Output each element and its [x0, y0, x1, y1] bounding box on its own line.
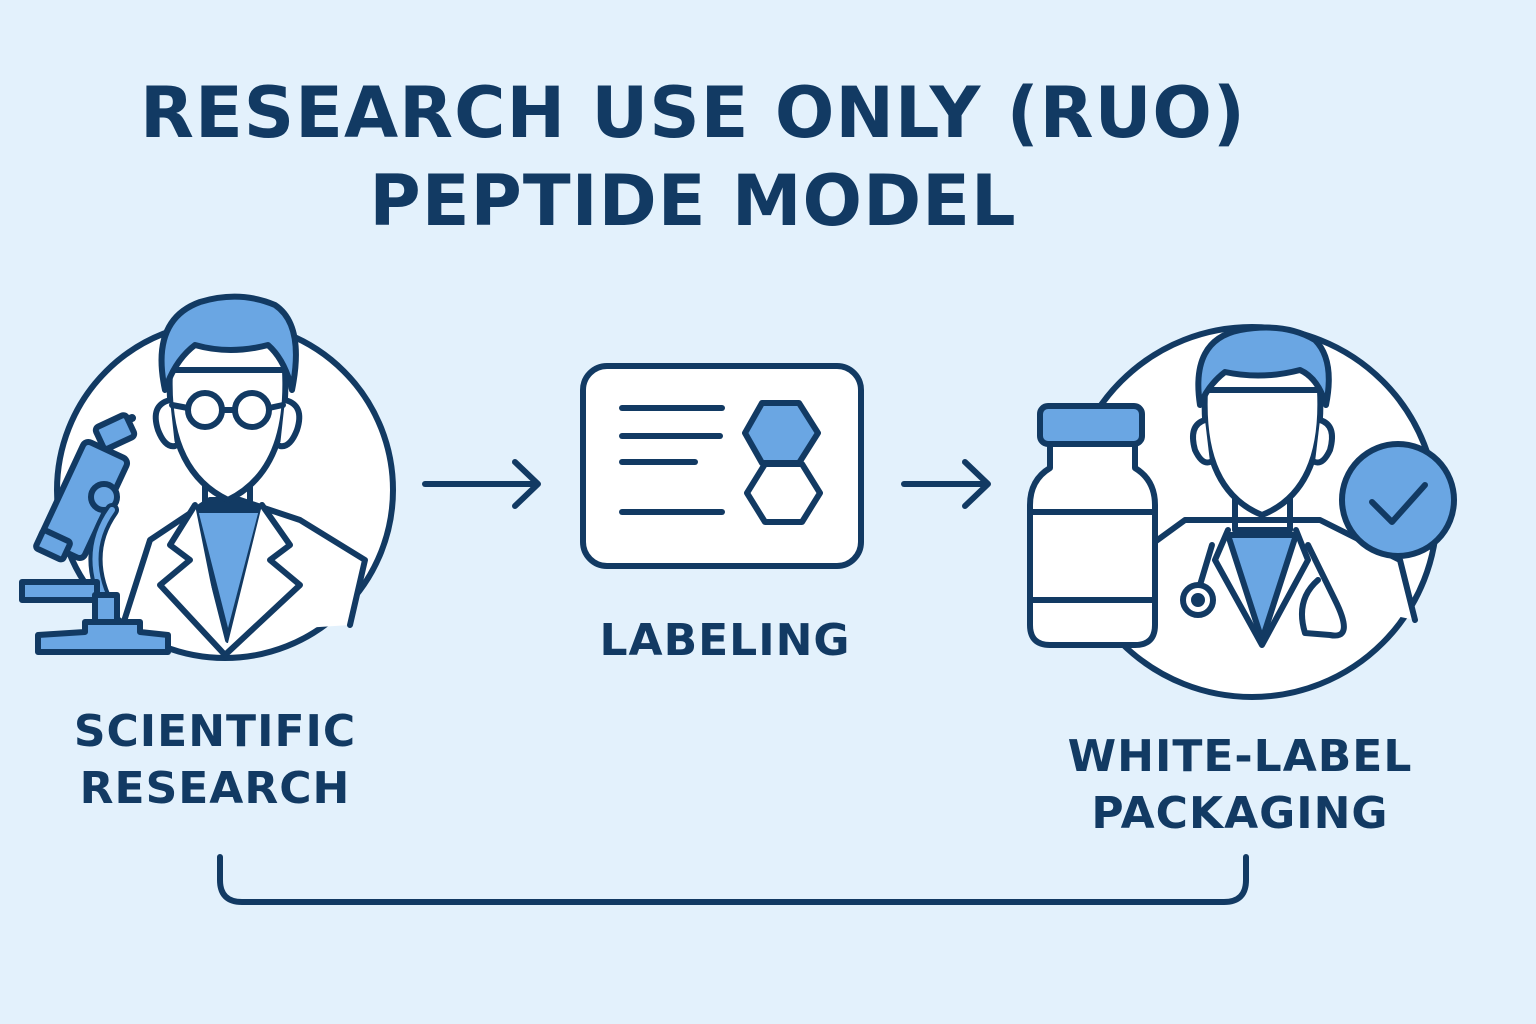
white-label-packaging-label-line-2: PACKAGING [1091, 788, 1389, 840]
arrow-right-icon-1 [422, 459, 541, 509]
doctor-with-vial-and-check-icon [1027, 324, 1457, 700]
vial-icon [1027, 403, 1158, 648]
hexagon-outline [744, 461, 823, 525]
label-card-icon [580, 363, 864, 569]
scientific-research-label-line-2: RESEARCH [79, 763, 351, 815]
bottom-bracket [217, 854, 1249, 905]
labeling-label: LABELING [599, 615, 851, 666]
scientific-research-label-line-1: SCIENTIFIC [73, 706, 357, 757]
doctor-hair [1195, 324, 1332, 408]
hexagon-filled [742, 400, 821, 466]
hair [158, 293, 299, 393]
white-label-packaging-label: WHITE-LABEL PACKAGING [1040, 728, 1440, 842]
glasses-left [185, 390, 225, 430]
glasses-right [232, 390, 272, 430]
white-label-packaging-label-line-1: WHITE-LABEL [1067, 731, 1413, 782]
title-line-2: PEPTIDE MODEL [369, 160, 1017, 242]
scientific-research-label: SCIENTIFIC RESEARCH [40, 703, 390, 817]
title-line-1: RESEARCH USE ONLY (RUO) [140, 72, 1246, 154]
check-badge-icon [1339, 441, 1457, 559]
arrow-right-icon-2 [901, 459, 991, 509]
scientist-with-microscope-icon [19, 293, 396, 661]
microscope-icon [19, 412, 171, 655]
